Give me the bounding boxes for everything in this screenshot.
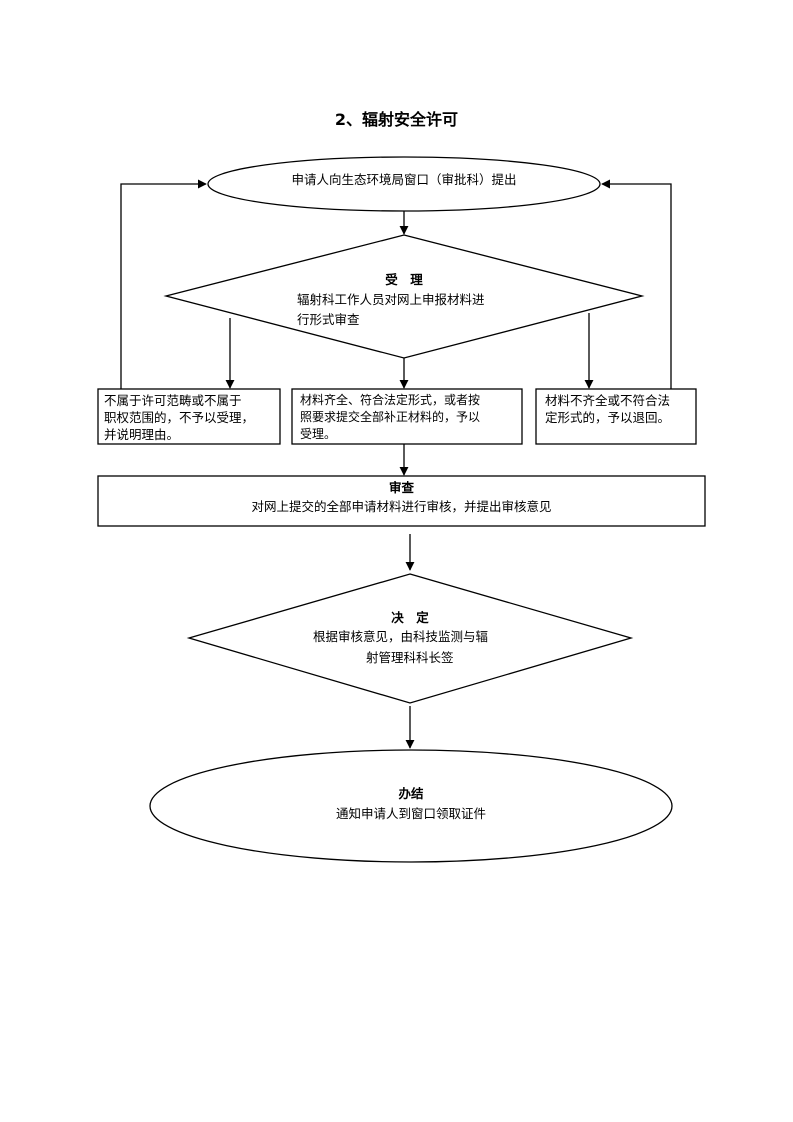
finish-text: 通知申请人到窗口领取证件 [335, 806, 486, 821]
decide-text-line1: 根据审核意见，由科技监测与辐 [313, 629, 489, 644]
reject-scope-box [97, 388, 281, 445]
arrow-return-loop [601, 179, 672, 389]
review-text: 对网上提交的全部申请材料进行审核，并提出审核意见 [251, 499, 552, 514]
return-docs-box [535, 388, 697, 445]
reject-scope-line1: 不属于许可范畴或不属于 [104, 393, 242, 408]
accept-ok-line1: 材料齐全、符合法定形式，或者按 [300, 393, 481, 407]
accept-ok-line3: 受理。 [300, 427, 337, 441]
arrow-reject-loop [120, 179, 207, 389]
review-box [97, 475, 706, 527]
decide-diamond [186, 573, 634, 704]
accept-text-line2: 行形式审查 [297, 312, 360, 327]
return-docs-line2: 定形式的，予以退回。 [545, 410, 671, 425]
accept-ok-box [291, 388, 523, 445]
page-title: 2、辐射安全许可 [334, 110, 459, 129]
accept-heading: 受 理 [385, 272, 423, 287]
reject-scope-line3: 并说明理由。 [104, 427, 180, 442]
decide-heading: 决 定 [391, 610, 429, 625]
finish-heading: 办结 [398, 786, 424, 801]
return-docs-line1: 材料不齐全或不符合法 [545, 393, 671, 408]
reject-scope-line2: 职权范围的，不予以受理， [104, 410, 255, 425]
accept-text-line1: 辐射科工作人员对网上申报材料进 [297, 292, 485, 307]
accept-ok-line2: 照要求提交全部补正材料的，予以 [300, 410, 481, 424]
finish-ellipse [149, 749, 673, 863]
submit-text: 申请人向生态环境局窗口（审批科）提出 [291, 172, 517, 187]
review-heading: 审查 [388, 480, 414, 495]
decide-text-line2: 射管理科科长签 [366, 650, 454, 665]
